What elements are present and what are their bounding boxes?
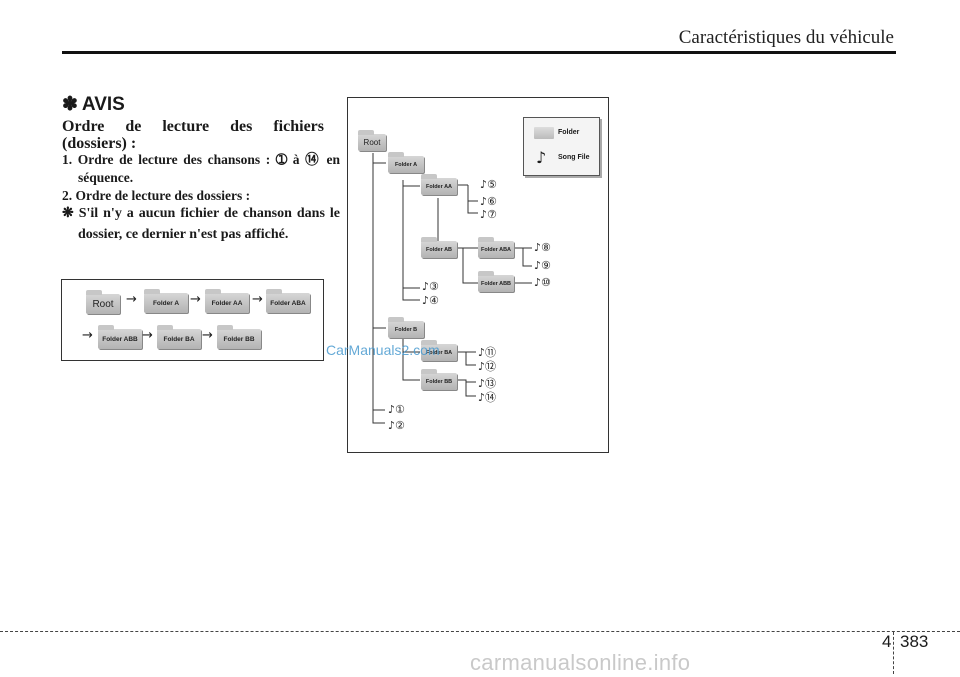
song-file-14: ♪⑭ — [478, 391, 497, 404]
header-rule — [62, 51, 896, 54]
notice-star-icon: ✽ — [62, 94, 78, 115]
song-file-13: ♪⑬ — [478, 377, 497, 390]
arrow-icon: → — [82, 328, 93, 343]
song-file-4: ♪④ — [422, 294, 439, 307]
page-header-title: Caractéristiques du véhicule — [678, 27, 894, 48]
section-subheading: Ordre de lecture des fichiers (dossiers)… — [62, 118, 324, 152]
arrow-icon: → — [202, 328, 213, 343]
song-file-7: ♪⑦ — [480, 208, 497, 221]
song-file-12: ♪⑫ — [478, 360, 497, 373]
notice-heading: ✽AVIS — [62, 93, 125, 116]
song-file-8: ♪⑧ — [534, 241, 551, 254]
order-folder-aa: Folder AA — [205, 289, 249, 313]
arrow-icon: → — [252, 292, 263, 307]
site-watermark: carmanualsonline.info — [470, 650, 691, 675]
song-file-2: ♪② — [388, 419, 405, 432]
arrow-icon: → — [126, 292, 137, 307]
legend-folder-label: Folder — [558, 129, 580, 136]
tree-folder-root: Root — [358, 130, 386, 151]
song-file-5: ♪⑤ — [480, 178, 497, 191]
list-item-song-order: 1. Ordre de lecture des chansons : ➀ à ⑭… — [62, 152, 340, 185]
folder-icon — [534, 127, 554, 139]
song-file-11: ♪⑪ — [478, 346, 497, 359]
order-folder-aba: Folder ABA — [266, 289, 310, 313]
tree-folder-bb: Folder BB — [421, 369, 457, 390]
song-file-6: ♪⑥ — [480, 195, 497, 208]
tree-folder-aa: Folder AA — [421, 174, 457, 195]
legend-song-label: Song File — [558, 154, 590, 161]
order-folder-abb: Folder ABB — [98, 325, 142, 349]
tree-folder-b: Folder B — [388, 317, 424, 338]
bullet-note: ❋ S'il n'y a aucun fichier de chanson da… — [62, 206, 340, 242]
notice-label: AVIS — [81, 94, 125, 115]
tree-folder-a: Folder A — [388, 152, 424, 173]
page-number: 383 — [900, 632, 929, 651]
footer-rule — [0, 631, 960, 632]
song-file-1: ♪① — [388, 403, 405, 416]
list-item-folder-order: 2. Ordre de lecture des dossiers : — [62, 188, 251, 203]
song-file-9: ♪⑨ — [534, 259, 551, 272]
order-folder-ba: Folder BA — [157, 325, 201, 349]
tree-folder-ab: Folder AB — [421, 237, 457, 258]
page-separator — [893, 632, 894, 674]
arrow-icon: → — [142, 328, 153, 343]
order-folder-a: Folder A — [144, 289, 188, 313]
tree-folder-ba: Folder BA — [421, 340, 457, 361]
tree-connectors — [372, 153, 532, 424]
music-note-icon: ♪ — [536, 148, 547, 167]
tree-folder-aba: Folder ABA — [478, 237, 514, 258]
folder-order-box: Root → Folder A → Folder AA → Folder ABA… — [61, 279, 324, 361]
diagram-legend: Folder ♪ Song File — [523, 117, 600, 176]
order-folder-bb: Folder BB — [217, 325, 261, 349]
watermark-text: CarManuals2.com — [326, 342, 440, 358]
arrow-icon: → — [190, 292, 201, 307]
folder-tree-diagram: Root Folder A Folder AA Folder AB Folder… — [347, 97, 609, 453]
order-folder-root: Root — [86, 290, 120, 314]
tree-folder-abb: Folder ABB — [478, 271, 514, 292]
song-file-10: ♪⑩ — [534, 276, 551, 289]
song-file-3: ♪③ — [422, 280, 439, 293]
chapter-number: 4 — [882, 632, 892, 651]
